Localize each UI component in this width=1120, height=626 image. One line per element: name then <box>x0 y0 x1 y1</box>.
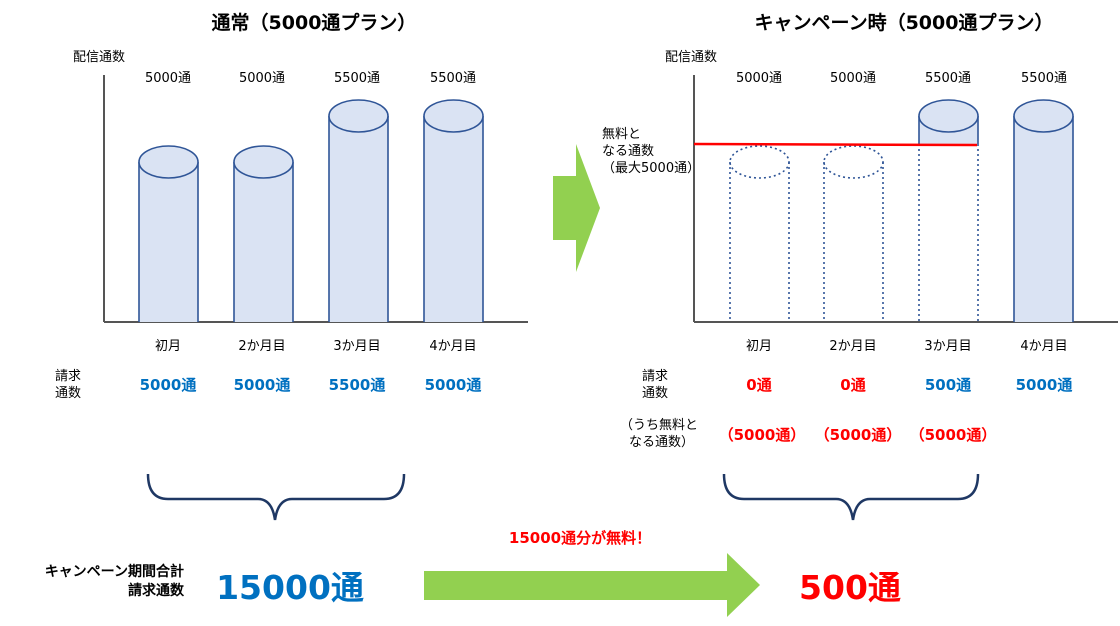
summary-label: キャンペーン期間合計 請求通数 <box>10 563 184 601</box>
left-value-label: 5500通 <box>429 71 477 86</box>
right-value-label: 5000通 <box>735 71 783 86</box>
left-value-label: 5000通 <box>144 71 192 86</box>
free-value: （5000通） <box>814 426 902 444</box>
cylinder-top <box>918 99 979 133</box>
right-month-label: 3か月目 <box>924 339 972 354</box>
left-value-label: 5500通 <box>333 71 381 86</box>
left-billed-value: 5000通 <box>233 376 291 394</box>
left-billed-label-line: 請求 <box>55 369 82 384</box>
left-brace <box>146 473 406 521</box>
cylinder-top <box>823 145 884 179</box>
left-billed-value: 5000通 <box>424 376 482 394</box>
cylinder-body <box>139 162 198 322</box>
right-cylinder-free <box>823 145 884 322</box>
left-billed-label-line: 通数 <box>55 386 82 401</box>
cylinder-body <box>329 116 388 322</box>
summary-label-line: 請求通数 <box>128 583 184 599</box>
cylinder-top <box>233 145 294 179</box>
summary-label-line: キャンペーン期間合計 <box>44 564 184 580</box>
left-month-label: 初月 <box>154 339 181 354</box>
left-value-label: 5000通 <box>238 71 286 86</box>
summary-arrow <box>424 553 760 617</box>
savings-note: 15000通分が無料！ <box>508 529 652 547</box>
free-value: （5000通） <box>909 426 997 444</box>
left-month-label: 3か月目 <box>333 339 381 354</box>
left-cylinder <box>138 145 199 322</box>
cylinder-top <box>423 99 484 133</box>
left-billed-value: 5000通 <box>139 376 197 394</box>
right-bars <box>729 99 1074 322</box>
cylinder-top <box>138 145 199 179</box>
right-value-label: 5000通 <box>829 71 877 86</box>
right-billed-value: 0通 <box>746 376 772 394</box>
right-value-label: 5500通 <box>924 71 972 86</box>
right-value-label: 5500通 <box>1020 71 1068 86</box>
right-y-label: 配信通数 <box>665 50 718 65</box>
right-brace <box>722 473 980 521</box>
left-cylinder <box>328 99 389 322</box>
free-row-label-line: なる通数） <box>629 435 695 450</box>
left-title: 通常（5000通プラン） <box>211 12 417 34</box>
free-row-label-line: （うち無料と <box>620 418 699 433</box>
cylinder-body <box>1014 116 1073 322</box>
right-billed-label-line: 請求 <box>642 369 669 384</box>
normal-total: 15000通 <box>216 568 364 607</box>
free-limit-label-line: （最大5000通） <box>602 161 701 176</box>
cylinder-body <box>234 162 293 322</box>
free-value: （5000通） <box>718 426 806 444</box>
right-billed-value: 0通 <box>840 376 866 394</box>
left-billed-label: 請求 通数 <box>55 368 81 402</box>
cylinder-top <box>328 99 389 133</box>
transition-arrow <box>553 144 600 272</box>
right-cylinder <box>1013 99 1074 322</box>
left-billed-value: 5500通 <box>328 376 386 394</box>
right-billed-value: 5000通 <box>1015 376 1073 394</box>
right-billed-label: 請求 通数 <box>642 368 668 402</box>
cylinder-top <box>729 145 790 179</box>
right-month-label: 4か月目 <box>1020 339 1068 354</box>
campaign-total: 500通 <box>799 568 901 607</box>
right-cylinder-partial <box>918 99 979 322</box>
right-cylinder-free <box>729 145 790 322</box>
free-limit-line <box>693 142 978 147</box>
right-month-label: 2か月目 <box>829 339 877 354</box>
left-month-label: 2か月目 <box>238 339 286 354</box>
left-cylinder <box>423 99 484 322</box>
left-month-label: 4か月目 <box>429 339 477 354</box>
right-title: キャンペーン時（5000通プラン） <box>754 12 1054 34</box>
free-row-label: （うち無料と なる通数） <box>620 417 698 451</box>
left-y-label: 配信通数 <box>73 50 126 65</box>
free-limit-label-line: なる通数 <box>602 144 655 159</box>
cylinder-top <box>1013 99 1074 133</box>
left-bars <box>138 99 484 322</box>
cylinder-body <box>424 116 483 322</box>
right-month-label: 初月 <box>745 339 772 354</box>
free-limit-label-line: 無料と <box>602 127 642 142</box>
right-billed-label-line: 通数 <box>642 386 669 401</box>
free-limit-label: 無料と なる通数 （最大5000通） <box>602 126 700 177</box>
left-cylinder <box>233 145 294 322</box>
right-billed-value: 500通 <box>924 376 972 394</box>
